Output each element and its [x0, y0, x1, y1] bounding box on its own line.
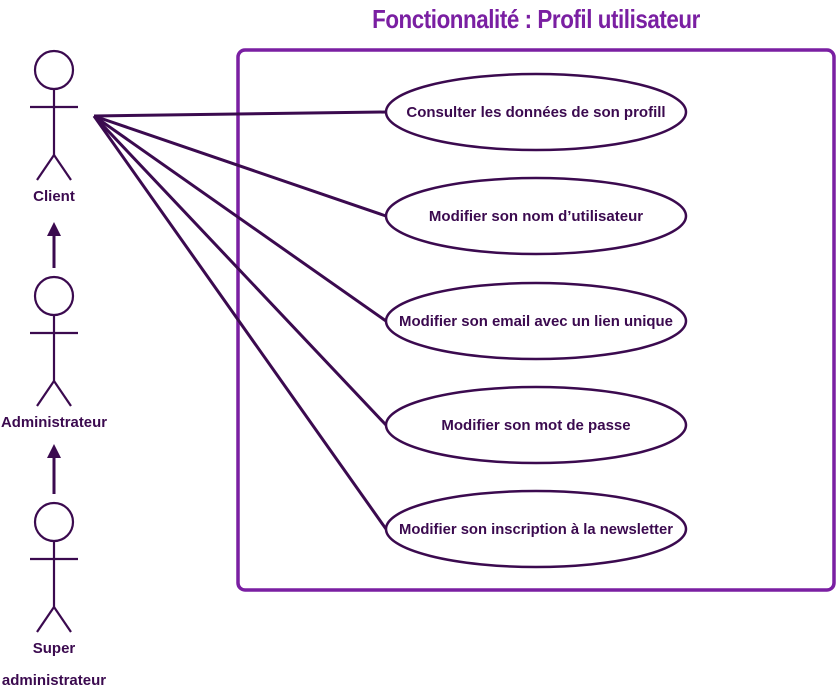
association-line-uc-consult [93, 110, 387, 118]
association-line-uc-email [93, 114, 387, 323]
actor-label: Super [33, 640, 76, 657]
use-case-ellipse [384, 281, 688, 361]
actor-label: Administrateur [1, 414, 107, 431]
actor-label: Client [33, 188, 75, 205]
use-case-password: Modifier son mot de passe [384, 385, 688, 465]
stick-figure-icon [30, 501, 78, 633]
use-case-ellipse [384, 72, 688, 152]
actor-client: Client [30, 49, 78, 205]
use-case-label: Modifier son nom d’utilisateur [429, 208, 643, 225]
stick-figure-icon [30, 49, 78, 181]
generalization-arrow-admin-to-client [47, 222, 61, 268]
association-line-uc-username [93, 114, 387, 218]
use-case-ellipse [384, 489, 688, 569]
generalization-arrow-super-admin-to-admin [47, 444, 61, 494]
use-case-email: Modifier son email avec un lien unique [384, 281, 688, 361]
association-line-uc-newsletter [92, 115, 388, 530]
use-case-consult: Consulter les données de son profill [384, 72, 688, 152]
association-lines [92, 110, 388, 530]
stick-figure-icon [30, 275, 78, 407]
use-case-label: Modifier son inscription à la newsletter [399, 521, 673, 538]
use-case-newsletter: Modifier son inscription à la newsletter [384, 489, 688, 569]
use-case-username: Modifier son nom d’utilisateur [384, 176, 688, 256]
use-case-label: Modifier son mot de passe [441, 417, 630, 434]
association-line-uc-password [92, 114, 388, 427]
diagram-title: Fonctionnalité : Profil utilisateur [372, 4, 700, 34]
actor-admin: Administrateur [1, 275, 107, 431]
actor-super-admin: Super administrateur [2, 501, 106, 689]
use-case-label: Consulter les données de son profill [406, 104, 665, 121]
use-case-label: Modifier son email avec un lien unique [399, 313, 673, 330]
actor-label: administrateur [2, 672, 106, 689]
generalization-arrows [47, 222, 61, 494]
use-case-ellipse [384, 176, 688, 256]
use-case-ellipse [384, 385, 688, 465]
use-cases: Consulter les données de son profillModi… [384, 72, 688, 569]
